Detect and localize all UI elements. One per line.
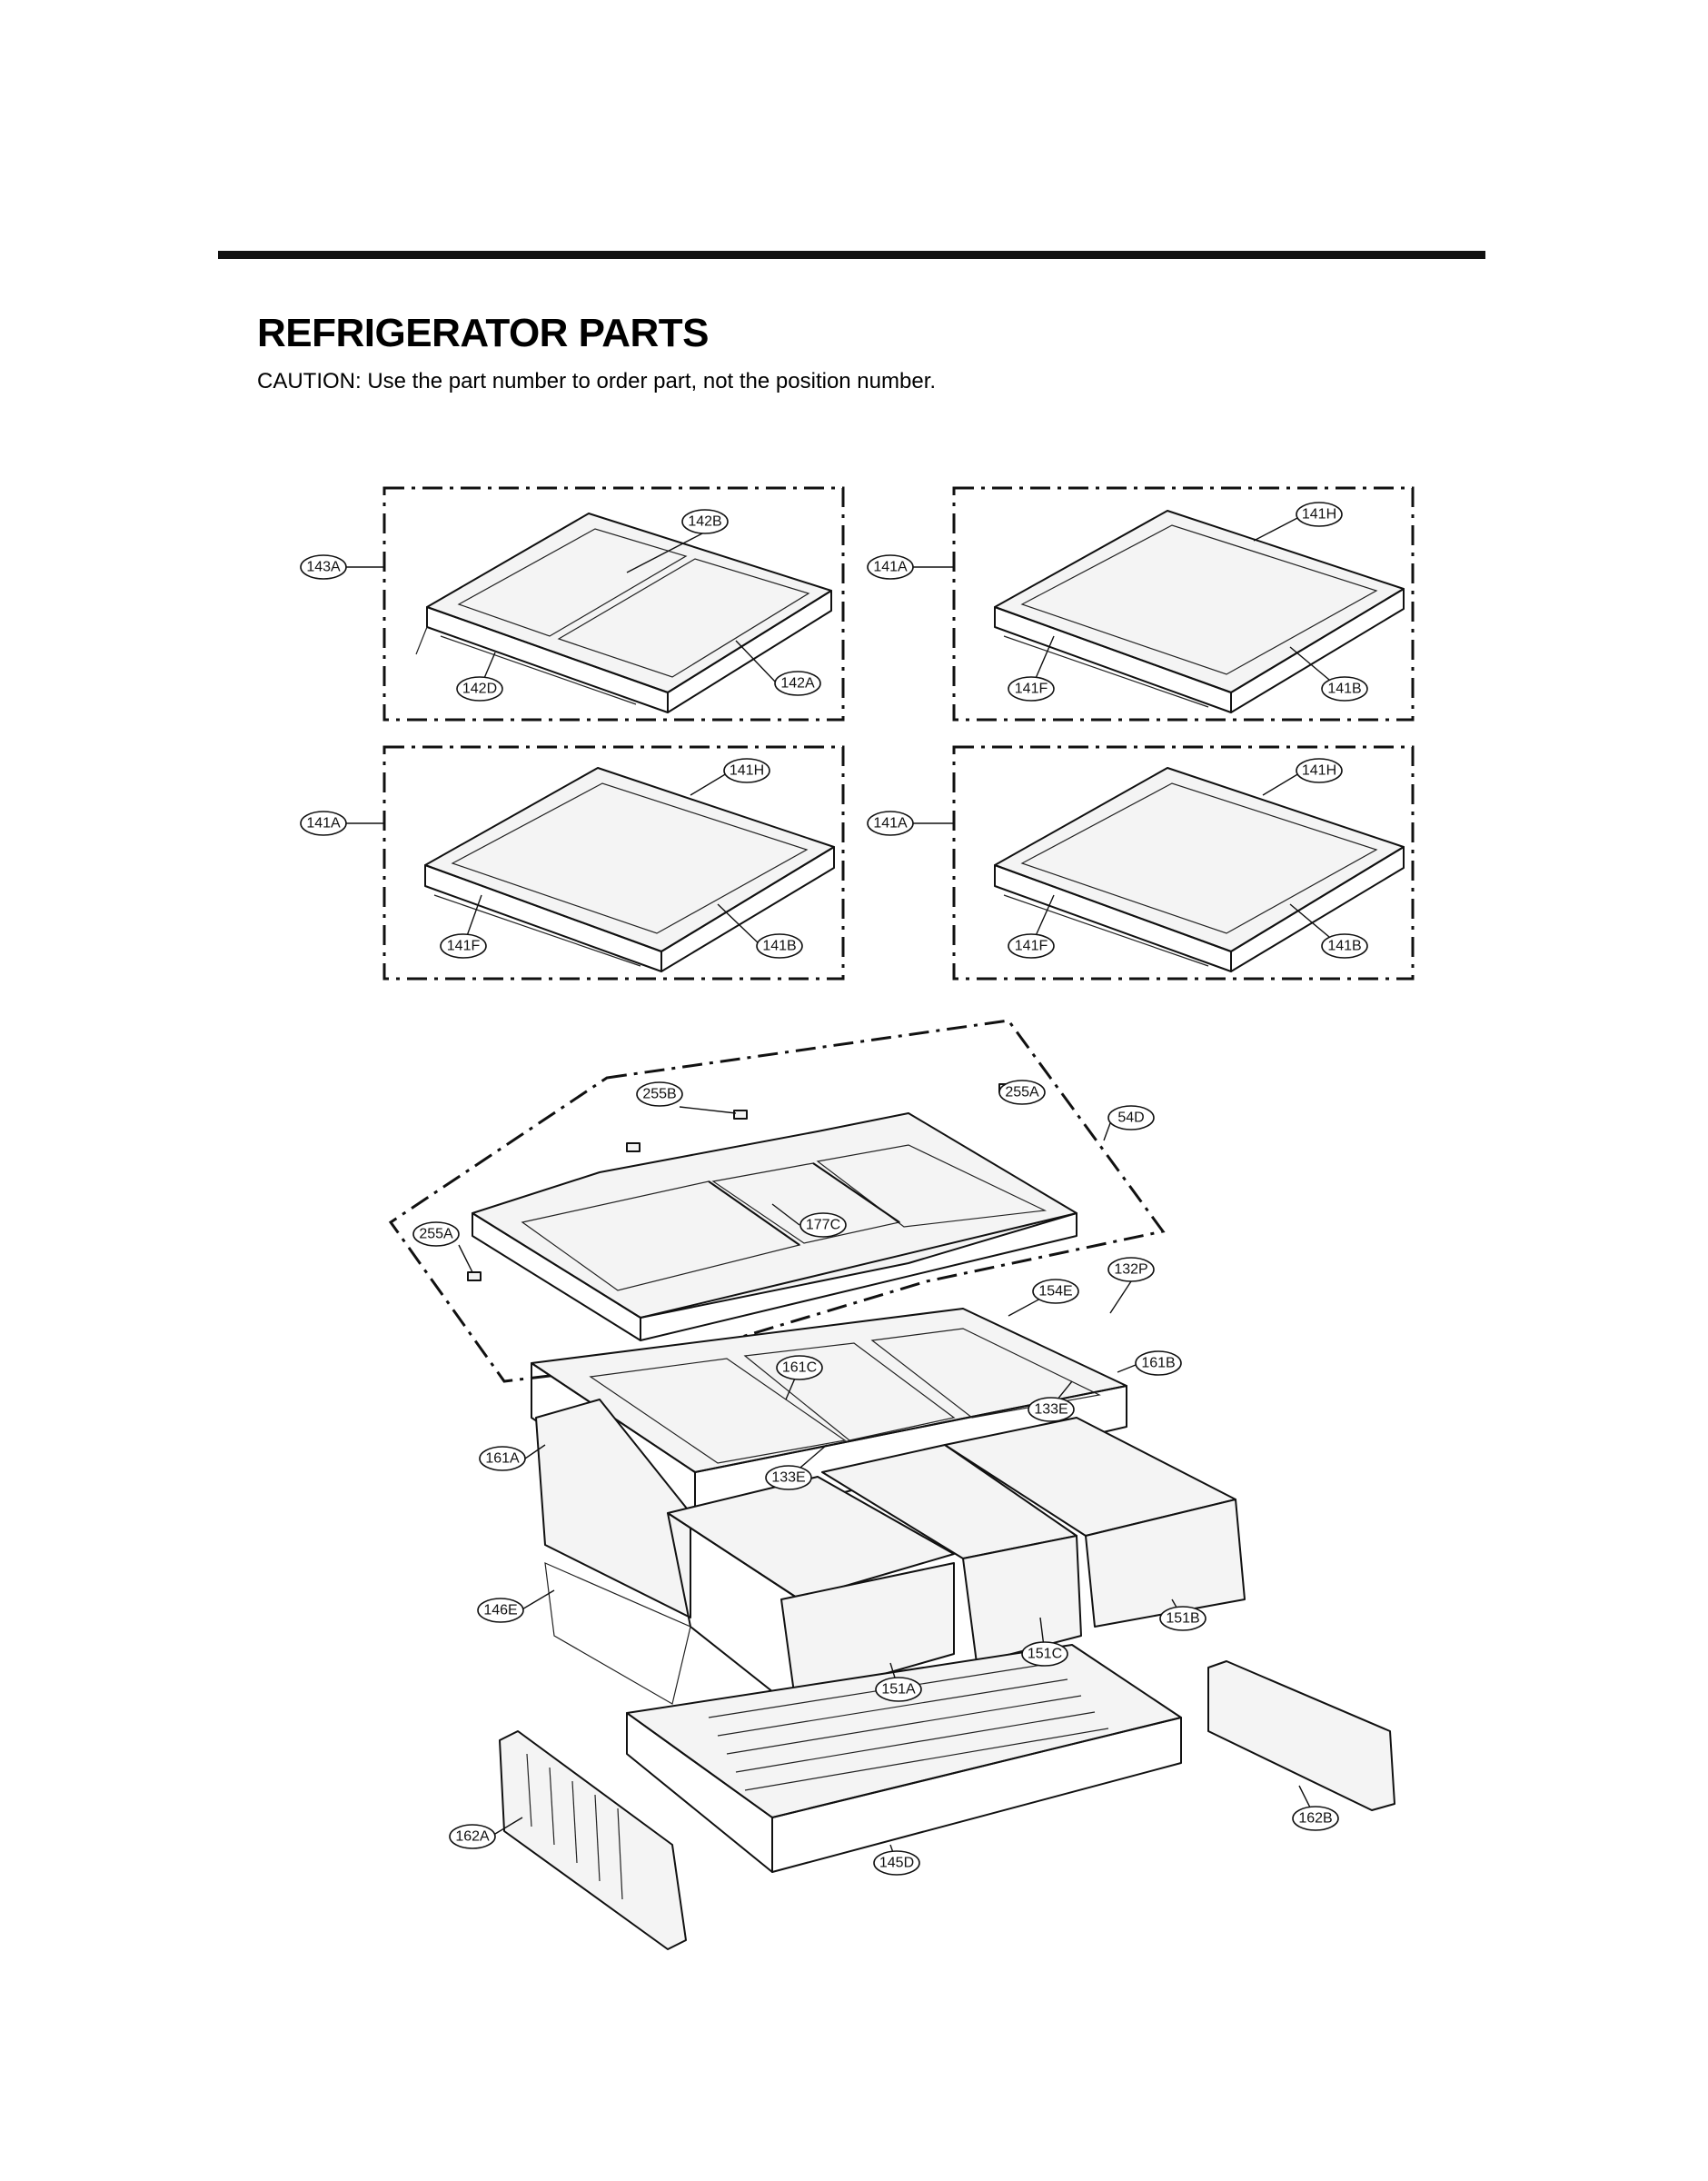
callout-141b-2: 141B — [756, 933, 803, 959]
callout-142b: 142B — [681, 509, 729, 534]
svg-text:161A: 161A — [485, 1451, 520, 1467]
callout-142a: 142A — [774, 671, 821, 696]
svg-text:141H: 141H — [1302, 763, 1336, 779]
callout-141h-3: 141H — [1296, 758, 1343, 783]
side-rail-right — [1207, 1660, 1395, 1811]
svg-text:145D: 145D — [879, 1856, 914, 1871]
shelf-split-glass — [415, 513, 832, 713]
svg-text:133E: 133E — [771, 1470, 805, 1486]
callout-141a-1: 141A — [867, 554, 914, 580]
callout-141h-1: 141H — [1296, 502, 1343, 527]
svg-text:141B: 141B — [1327, 682, 1361, 697]
svg-text:151A: 151A — [881, 1682, 916, 1698]
svg-text:132P: 132P — [1114, 1262, 1147, 1278]
svg-text:133E: 133E — [1034, 1402, 1068, 1418]
callout-133e-2: 133E — [765, 1465, 812, 1490]
svg-text:162A: 162A — [455, 1829, 490, 1845]
svg-text:141F: 141F — [1015, 682, 1048, 697]
callout-141h-2: 141H — [723, 758, 770, 783]
crisper-drawers — [535, 1399, 1246, 1714]
crisper-cover-group-frame — [388, 1019, 1166, 1383]
callout-255a-2: 255A — [412, 1221, 460, 1247]
callout-161b: 161B — [1135, 1350, 1182, 1376]
callout-161a: 161A — [479, 1446, 526, 1471]
callout-161c: 161C — [776, 1355, 823, 1380]
svg-text:141A: 141A — [873, 560, 908, 575]
header-rule — [218, 251, 1485, 259]
shelf-glass-3 — [424, 767, 835, 972]
callout-143a: 143A — [300, 554, 347, 580]
caution-note: CAUTION: Use the part number to order pa… — [257, 369, 937, 393]
svg-text:142D: 142D — [462, 682, 497, 697]
callout-151a: 151A — [875, 1677, 922, 1702]
callout-151b: 151B — [1159, 1606, 1207, 1631]
callout-255b: 255B — [636, 1081, 683, 1107]
callout-142d: 142D — [456, 676, 503, 702]
svg-text:141B: 141B — [762, 939, 796, 954]
svg-text:161B: 161B — [1141, 1356, 1175, 1371]
page-title: REFRIGERATOR PARTS — [257, 311, 710, 355]
crisper-frame — [531, 1308, 1127, 1528]
callout-154e: 154E — [1032, 1279, 1079, 1304]
svg-text:141H: 141H — [1302, 507, 1336, 523]
callout-162b: 162B — [1292, 1806, 1339, 1831]
callout-141f-2: 141F — [440, 933, 487, 959]
svg-text:255A: 255A — [419, 1227, 453, 1242]
svg-text:161C: 161C — [782, 1360, 817, 1376]
callout-146e: 146E — [477, 1598, 524, 1623]
shelf-group-frame-3 — [382, 745, 845, 981]
callout-255a-1: 255A — [998, 1080, 1046, 1105]
svg-text:255B: 255B — [642, 1087, 676, 1102]
svg-text:141A: 141A — [306, 816, 341, 832]
svg-text:151B: 151B — [1166, 1611, 1199, 1627]
svg-text:162B: 162B — [1298, 1811, 1332, 1827]
callout-162a: 162A — [449, 1824, 496, 1849]
shelf-group-frame-4 — [952, 745, 1415, 981]
callout-177c: 177C — [799, 1212, 847, 1238]
shelf-glass-2 — [994, 510, 1405, 713]
callout-132p: 132P — [1107, 1257, 1155, 1282]
callout-141b-1: 141B — [1321, 676, 1368, 702]
shelf-group-frame-2 — [952, 486, 1415, 722]
bottom-tray — [626, 1644, 1182, 1873]
svg-text:154E: 154E — [1038, 1284, 1072, 1300]
svg-text:141F: 141F — [447, 939, 481, 954]
svg-text:141F: 141F — [1015, 939, 1048, 954]
shelf-group-frame-1 — [382, 486, 845, 722]
callout-133e-1: 133E — [1028, 1397, 1075, 1422]
svg-text:54D: 54D — [1117, 1110, 1144, 1126]
callout-145d: 145D — [873, 1850, 920, 1876]
callout-141f-3: 141F — [1008, 933, 1055, 959]
leader-lines — [345, 516, 1341, 1864]
svg-text:143A: 143A — [306, 560, 341, 575]
callout-54d: 54D — [1107, 1105, 1155, 1130]
crisper-cover-assembly — [467, 1083, 1077, 1341]
callout-141a-2: 141A — [300, 811, 347, 836]
svg-text:151C: 151C — [1028, 1647, 1062, 1662]
svg-text:146E: 146E — [483, 1603, 517, 1618]
svg-text:177C: 177C — [806, 1218, 840, 1233]
svg-text:142B: 142B — [688, 514, 721, 530]
callout-141f-1: 141F — [1008, 676, 1055, 702]
svg-text:141A: 141A — [873, 816, 908, 832]
callout-141a-3: 141A — [867, 811, 914, 836]
callout-151c: 151C — [1021, 1641, 1068, 1667]
svg-text:141B: 141B — [1327, 939, 1361, 954]
svg-text:142A: 142A — [780, 676, 815, 692]
shelf-glass-4 — [994, 767, 1405, 972]
side-rail-left — [499, 1730, 687, 1950]
callout-141b-3: 141B — [1321, 933, 1368, 959]
svg-text:255A: 255A — [1005, 1085, 1039, 1100]
svg-text:141H: 141H — [730, 763, 764, 779]
